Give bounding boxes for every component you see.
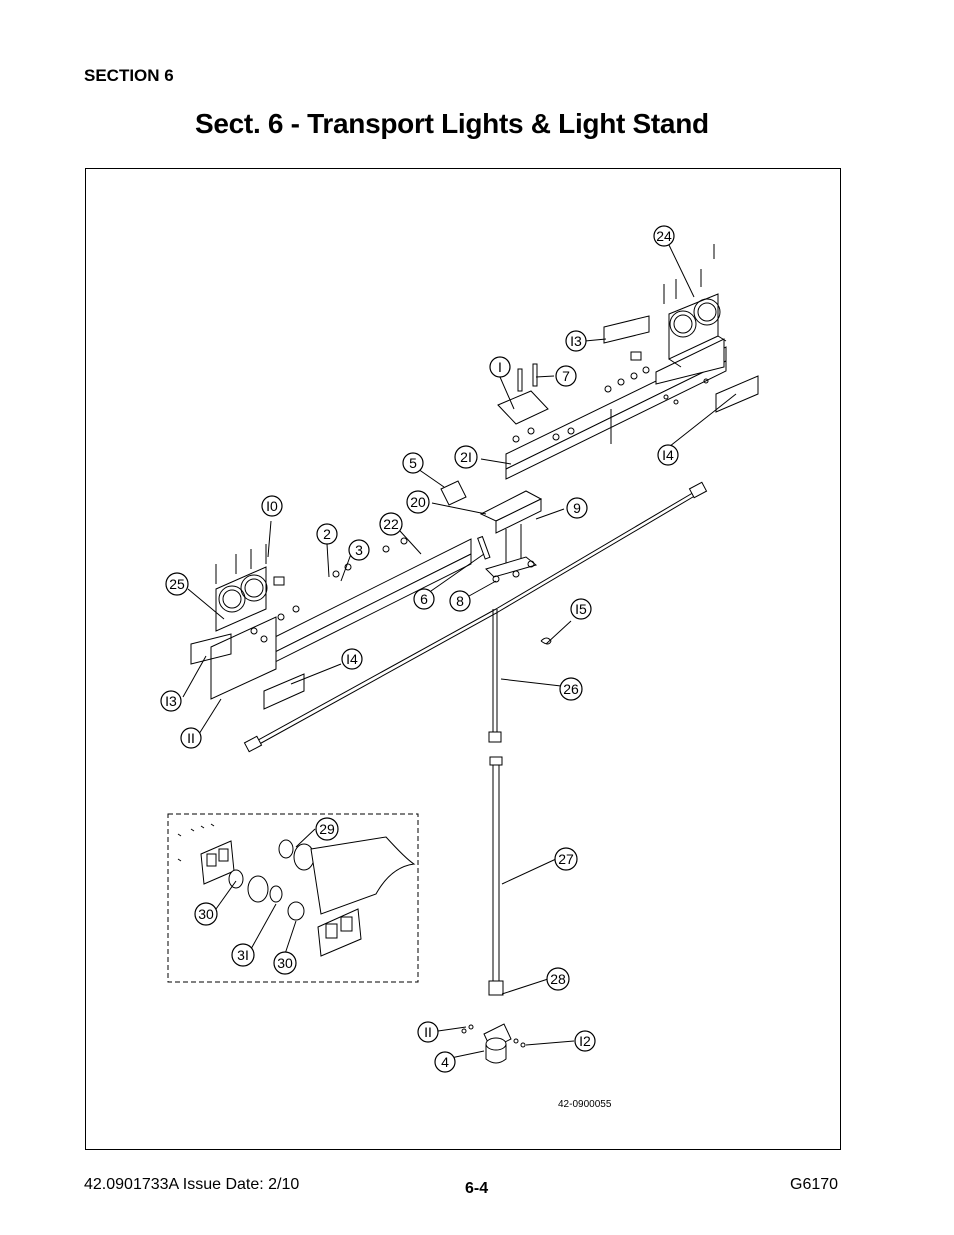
svg-text:26: 26: [563, 681, 579, 697]
svg-text:6: 6: [420, 591, 428, 607]
detail-inset: [167, 813, 419, 983]
svg-text:II: II: [424, 1024, 432, 1040]
callout-26: 26: [559, 677, 583, 701]
upper-light-bar: [505, 338, 727, 480]
decal: [263, 673, 305, 710]
decal: [603, 315, 650, 344]
svg-text:9: 9: [573, 500, 581, 516]
callout-29: 29: [315, 817, 339, 841]
svg-text:30: 30: [277, 955, 293, 971]
svg-text:2: 2: [323, 526, 331, 542]
page-title: Sect. 6 - Transport Lights & Light Stand: [195, 108, 709, 139]
svg-text:7: 7: [562, 368, 570, 384]
svg-text:22: 22: [383, 516, 399, 532]
diagram-frame: 24 I3 I 7 2I I4 5 20 9 I0 2 3 22 25 6 8 …: [85, 168, 841, 1150]
callout-6: 6: [413, 588, 435, 610]
svg-text:II: II: [187, 730, 195, 746]
callout-27: 27: [554, 847, 578, 871]
callout-5: 5: [402, 452, 424, 474]
svg-text:2I: 2I: [460, 449, 472, 465]
lower-light-bar: [210, 537, 472, 700]
bolt: [532, 363, 538, 387]
lower-light-housing: [215, 566, 285, 632]
sensor: [540, 637, 552, 645]
bolt: [517, 368, 523, 392]
svg-text:3I: 3I: [237, 947, 249, 963]
svg-text:3: 3: [355, 542, 363, 558]
callout-14: I4: [657, 444, 679, 466]
callout-21: 2I: [454, 445, 478, 469]
svg-text:4: 4: [441, 1054, 449, 1070]
callout-24: 24: [653, 225, 675, 247]
svg-text:I: I: [498, 359, 502, 375]
stand-bracket: [461, 1023, 526, 1064]
footer-model: G6170: [790, 1176, 839, 1193]
callout-4: 4: [434, 1051, 456, 1073]
drawing-number: 42-0900055: [558, 1099, 612, 1110]
stand-tube: [488, 756, 504, 996]
callout-31: 3I: [231, 943, 255, 967]
svg-text:I4: I4: [346, 651, 358, 667]
callout-3: 3: [348, 539, 370, 561]
svg-text:I4: I4: [662, 447, 674, 463]
svg-text:29: 29: [319, 821, 335, 837]
callout-13: I3: [160, 690, 182, 712]
svg-text:I2: I2: [579, 1033, 591, 1049]
parts-diagram: 24 I3 I 7 2I I4 5 20 9 I0 2 3 22 25 6 8 …: [160, 225, 759, 1073]
callout-30: 30: [194, 902, 218, 926]
callout-14: I4: [341, 648, 363, 670]
svg-text:25: 25: [169, 576, 185, 592]
callout-1: I: [489, 356, 511, 378]
svg-text:I0: I0: [266, 498, 278, 514]
wiring-harness: [243, 481, 708, 753]
svg-text:30: 30: [198, 906, 214, 922]
upper-light-housing: [630, 293, 727, 368]
callout-22: 22: [379, 512, 403, 536]
callout-13: I3: [565, 330, 587, 352]
callout-2: 2: [316, 523, 338, 545]
svg-text:27: 27: [558, 851, 574, 867]
decal: [190, 633, 232, 665]
svg-text:8: 8: [456, 593, 464, 609]
svg-text:I3: I3: [570, 333, 582, 349]
svg-text:5: 5: [409, 455, 417, 471]
leader-lines: [182, 244, 737, 1060]
footer-doc-info: 42.0901733A Issue Date: 2/10: [84, 1176, 300, 1193]
callout-12: I2: [574, 1030, 596, 1052]
callout-11: II: [180, 727, 202, 749]
callout-9: 9: [566, 497, 588, 519]
decal: [440, 480, 467, 506]
decal: [715, 375, 759, 413]
svg-text:I3: I3: [165, 693, 177, 709]
svg-text:28: 28: [550, 971, 566, 987]
callout-11: II: [417, 1021, 439, 1043]
callout-7: 7: [555, 365, 577, 387]
callout-25: 25: [165, 572, 189, 596]
footer-page-number: 6-4: [465, 1180, 489, 1197]
callouts: 24 I3 I 7 2I I4 5 20 9 I0 2 3 22 25 6 8 …: [160, 225, 679, 1073]
callout-8: 8: [449, 590, 471, 612]
callout-20: 20: [406, 490, 430, 514]
svg-text:I5: I5: [575, 601, 587, 617]
svg-text:24: 24: [656, 228, 672, 244]
svg-text:20: 20: [410, 494, 426, 510]
center-bracket: [477, 490, 543, 583]
section-label: SECTION 6: [84, 66, 174, 85]
callout-15: I5: [570, 598, 592, 620]
callout-28: 28: [546, 967, 570, 991]
callout-30: 30: [273, 951, 297, 975]
mounting-plate: [497, 390, 549, 425]
callout-10: I0: [261, 495, 283, 517]
